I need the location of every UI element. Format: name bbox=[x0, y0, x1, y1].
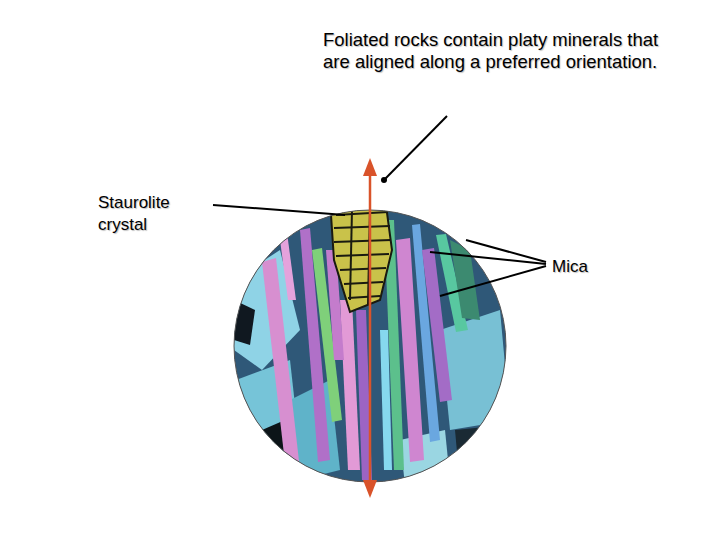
part-label: Mica bbox=[552, 256, 632, 278]
leader-dot bbox=[381, 177, 387, 183]
leader-lines bbox=[213, 116, 546, 296]
part-label: Staurolite crystal bbox=[98, 192, 208, 236]
orientation-arrow bbox=[363, 158, 377, 498]
callout-note: Foliated rocks contain platy minerals th… bbox=[323, 29, 673, 73]
